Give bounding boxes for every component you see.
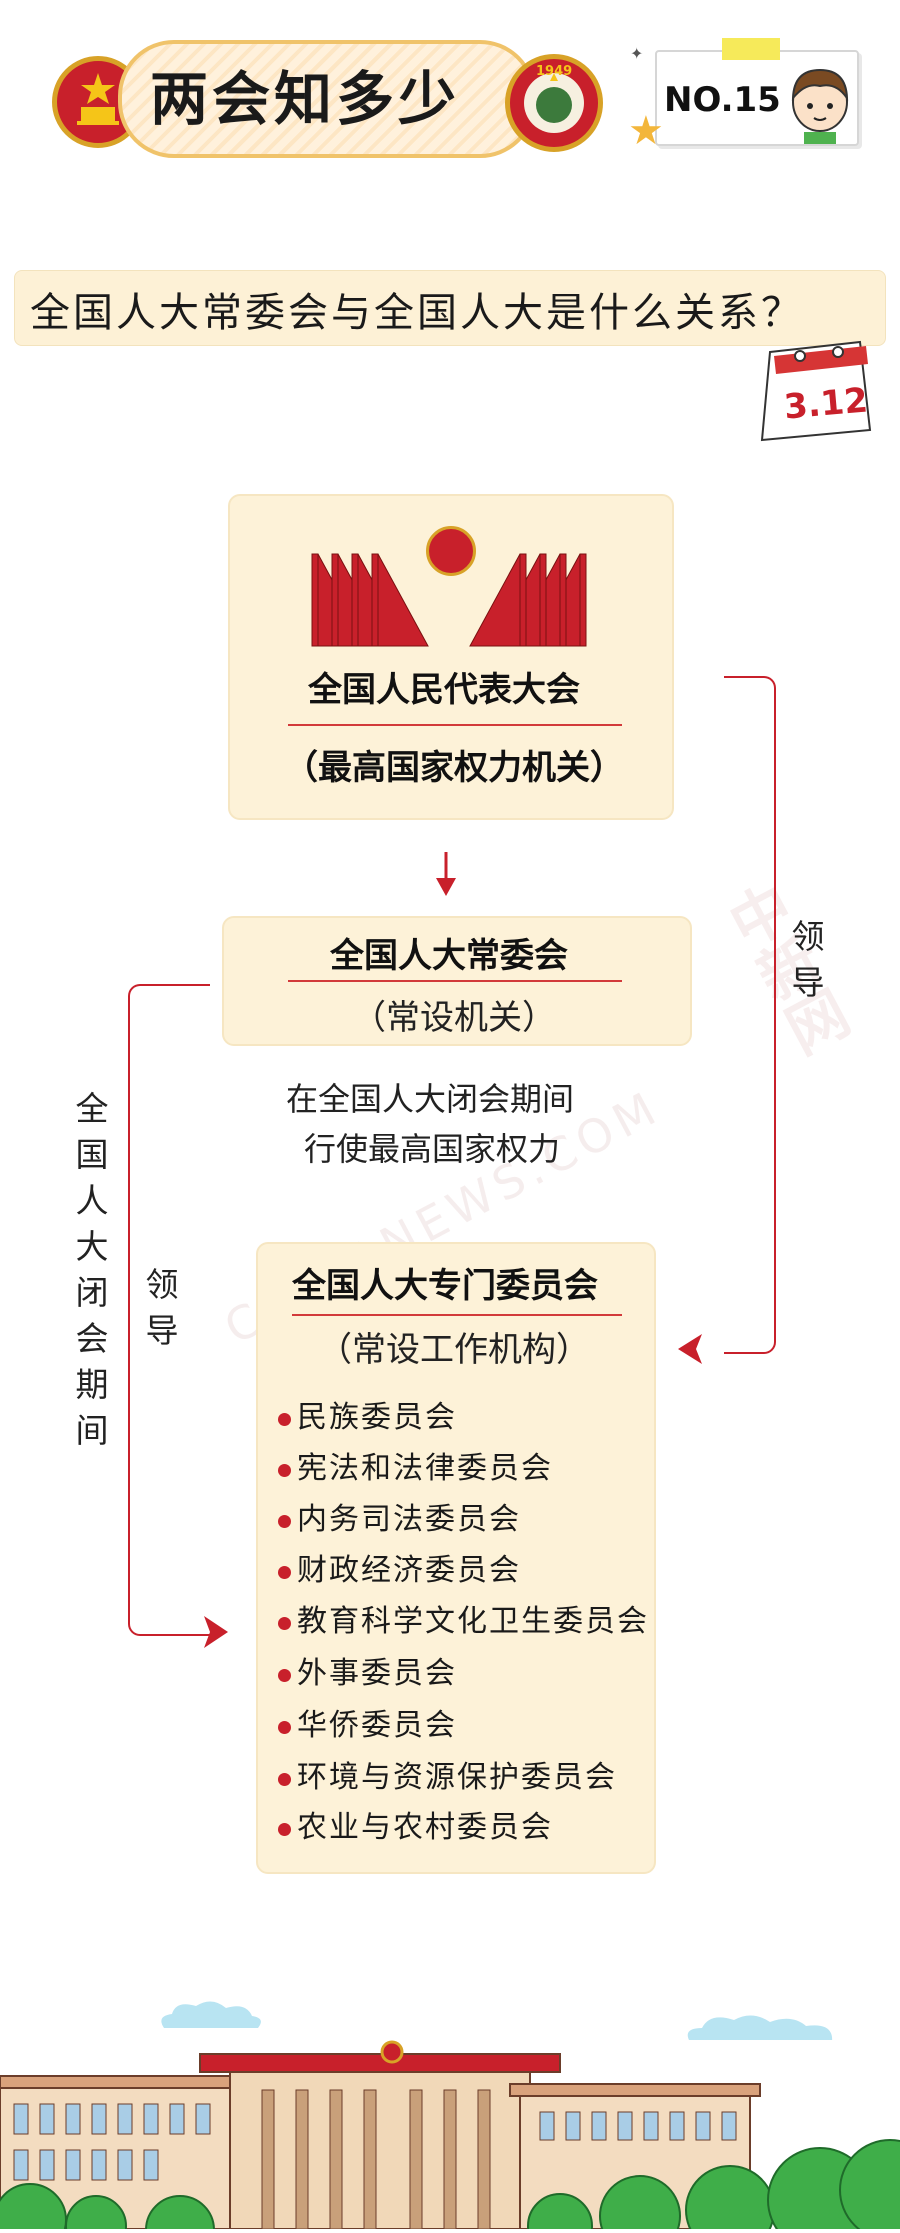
arrow-left-icon [678,1332,704,1370]
bullet-icon [278,1720,291,1734]
calendar-icon [750,330,878,448]
arrow-down-icon [434,852,458,902]
npc-divider [288,724,622,726]
bullet-icon [278,1822,291,1836]
bullet-icon [278,1412,291,1426]
left-connector [128,984,210,1636]
sparkle-icon: ✦ [630,44,644,63]
npc-desc: （最高国家权力机关） [284,748,624,788]
standing-name: 全国人大常委会 [330,936,568,976]
cppcc-year-label: 1949 [536,64,573,79]
bullet-icon [278,1514,291,1528]
great-hall-building-icon [0,2040,900,2233]
list-item: 外事委员会 [278,1648,457,1692]
question-banner [14,270,886,346]
npc-name: 全国人民代表大会 [308,670,580,710]
cloud-left-icon [156,1998,266,2036]
tape-decoration [722,38,780,60]
bullet-icon [278,1616,291,1630]
list-item: 环境与资源保护委员会 [278,1752,617,1796]
standing-divider [288,980,622,982]
lead-left-label: 领导 [145,1265,179,1350]
list-item: 华侨委员会 [278,1700,457,1744]
special-box [256,1242,656,1874]
special-divider [292,1314,622,1316]
standing-note-line2: 行使最高国家权力 [304,1130,561,1168]
special-name: 全国人大专门委员会 [292,1266,598,1306]
list-item: 宪法和法律委员会 [278,1443,553,1487]
boy-avatar-icon [786,60,854,144]
bullet-icon [278,1668,291,1682]
list-item: 教育科学文化卫生委员会 [278,1596,649,1640]
list-item: 内务司法委员会 [278,1494,521,1538]
star-icon: ★ [628,108,664,154]
cloud-right-icon [682,2010,842,2050]
special-desc: （常设工作机构） [318,1330,590,1370]
cppcc-emblem-icon [505,54,603,152]
npc-emblem-icon [426,526,476,576]
standing-note-line1: 在全国人大闭会期间 [286,1080,575,1118]
list-item: 民族委员会 [278,1392,457,1436]
lead-right-label: 领导 [791,917,825,1002]
arrow-right-icon [202,1614,228,1654]
page-title: 两会知多少 [150,65,461,133]
left-period-label: 全国人大闭会期间 [75,1089,109,1450]
bullet-icon [278,1772,291,1786]
issue-number: NO.15 [664,80,781,120]
list-item: 农业与农村委员会 [278,1802,553,1846]
bullet-icon [278,1463,291,1477]
question-text: 全国人大常委会与全国人大是什么关系？ [30,290,804,336]
standing-desc: （常设机关） [352,998,556,1038]
calendar-date: 3.12 [782,380,870,428]
bullet-icon [278,1565,291,1579]
list-item: 财政经济委员会 [278,1545,521,1589]
flags-right-icon [458,550,590,654]
flags-left-icon [308,550,440,654]
right-connector [724,676,776,1354]
